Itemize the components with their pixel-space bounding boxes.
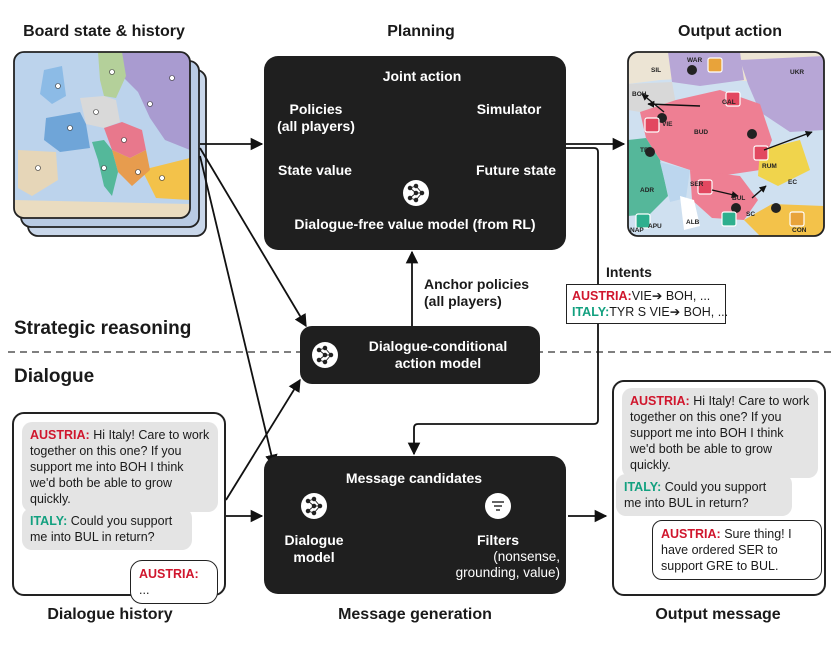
future-state-label: Future state <box>475 162 557 178</box>
output-message-austria-reply: AUSTRIA: Sure thing! I have ordered SER … <box>652 520 822 580</box>
svg-text:VIE: VIE <box>662 121 673 128</box>
output-m1-speaker: AUSTRIA: <box>630 394 690 408</box>
board-state-map <box>13 51 207 237</box>
intent-italy-text: TYR S VIE➔ BOH, ... <box>609 305 729 319</box>
neural-net-icon <box>312 342 338 368</box>
history-m3-speaker: AUSTRIA: <box>139 567 199 581</box>
neural-net-icon <box>301 493 327 519</box>
output-m2-text: Could you support me into BUL in return? <box>624 480 767 510</box>
output-m3-speaker: AUSTRIA: <box>661 527 721 541</box>
intent-italy-label: ITALY: <box>572 305 610 319</box>
dialogue-conditional-box <box>300 326 540 384</box>
svg-text:TRI: TRI <box>640 147 651 154</box>
state-value-label: State value <box>278 162 352 178</box>
svg-text:SER: SER <box>690 181 704 188</box>
svg-text:UKR: UKR <box>790 69 804 76</box>
strategic-reasoning-label: Strategic reasoning <box>14 318 192 339</box>
intent-austria-text: VIE➔ BOH, ... <box>631 289 711 303</box>
dialogue-model-line2: model <box>293 549 335 565</box>
joint-action-label: Joint action <box>382 68 462 84</box>
svg-text:APU: APU <box>648 223 662 230</box>
svg-text:BUD: BUD <box>694 129 708 136</box>
svg-text:SIL: SIL <box>651 67 661 74</box>
message-generation-box <box>264 456 566 594</box>
history-m1-text: Hi Italy! Care to work together on this … <box>30 428 210 506</box>
svg-text:GAL: GAL <box>722 99 736 106</box>
message-generation-header: Message generation <box>338 606 492 623</box>
dialogue-label: Dialogue <box>14 366 95 387</box>
anchor-policies-label: Anchor policies (all players) <box>424 276 529 310</box>
output-action-header: Output action <box>678 23 782 40</box>
history-m2-speaker: ITALY: <box>30 514 68 528</box>
history-m1-speaker: AUSTRIA: <box>30 428 90 442</box>
planning-box <box>264 56 566 250</box>
svg-text:NAP: NAP <box>630 227 644 234</box>
history-m3-text: ... <box>139 583 150 597</box>
filters-label: Filters <box>476 532 519 548</box>
policies-line2: (all players) <box>277 118 355 134</box>
filter-icon <box>485 493 511 519</box>
simulator-label: Simulator <box>476 101 542 117</box>
flow-arrows <box>199 137 626 523</box>
svg-text:SC: SC <box>746 211 755 218</box>
svg-text:RUM: RUM <box>762 163 777 170</box>
intents-title: Intents <box>606 264 652 280</box>
dialogue-model-line1: Dialogue <box>284 532 344 548</box>
intent-austria-label: AUSTRIA: <box>572 289 632 303</box>
anchor-line1: Anchor policies <box>424 276 530 292</box>
neural-net-icon <box>403 180 429 206</box>
svg-text:BOH: BOH <box>632 91 647 98</box>
output-message-austria: AUSTRIA: Hi Italy! Care to work together… <box>622 388 818 478</box>
intent-italy: ITALY:TYR S VIE➔ BOH, ... <box>572 304 728 320</box>
filters-line2: grounding, value) <box>455 565 560 580</box>
history-message-austria-pending: AUSTRIA: ... <box>130 560 218 604</box>
output-m1-text: Hi Italy! Care to work together on this … <box>630 394 810 472</box>
svg-text:WAR: WAR <box>687 57 702 64</box>
dcam-line2: action model <box>394 355 482 371</box>
output-message-header: Output message <box>655 606 781 623</box>
filters-detail: (nonsense, grounding, value) <box>414 549 560 581</box>
output-m2-speaker: ITALY: <box>624 480 662 494</box>
intent-austria: AUSTRIA:VIE➔ BOH, ... <box>572 288 720 304</box>
value-model-label: Dialogue-free value model (from RL) <box>294 216 536 232</box>
policies-line1: Policies <box>289 101 343 117</box>
intents-box: AUSTRIA:VIE➔ BOH, ... ITALY:TYR S VIE➔ B… <box>566 284 728 324</box>
svg-text:CON: CON <box>792 227 807 234</box>
board-state-header: Board state & history <box>23 23 185 40</box>
anchor-line2: (all players) <box>424 293 502 309</box>
dialogue-model-label: Dialogue model <box>274 532 354 566</box>
output-m3-text: Sure thing! I have ordered SER to suppor… <box>661 527 792 573</box>
message-candidates-label: Message candidates <box>345 470 483 486</box>
dialogue-history-header: Dialogue history <box>47 606 173 623</box>
filters-line1: (nonsense, <box>493 549 560 564</box>
history-message-austria: AUSTRIA: Hi Italy! Care to work together… <box>22 422 218 512</box>
svg-text:BUL: BUL <box>732 195 745 202</box>
svg-text:EC: EC <box>788 179 797 186</box>
history-message-italy: ITALY: Could you support me into BUL in … <box>22 508 192 550</box>
history-m2-text: Could you support me into BUL in return? <box>30 514 173 544</box>
svg-text:ALB: ALB <box>686 219 700 226</box>
dialogue-conditional-label: Dialogue-conditional action model <box>344 338 532 372</box>
output-message-italy: ITALY: Could you support me into BUL in … <box>616 474 792 516</box>
dcam-line1: Dialogue-conditional <box>368 338 508 354</box>
svg-text:ADR: ADR <box>640 187 654 194</box>
planning-header: Planning <box>387 23 455 40</box>
policies-label: Policies (all players) <box>268 101 364 135</box>
